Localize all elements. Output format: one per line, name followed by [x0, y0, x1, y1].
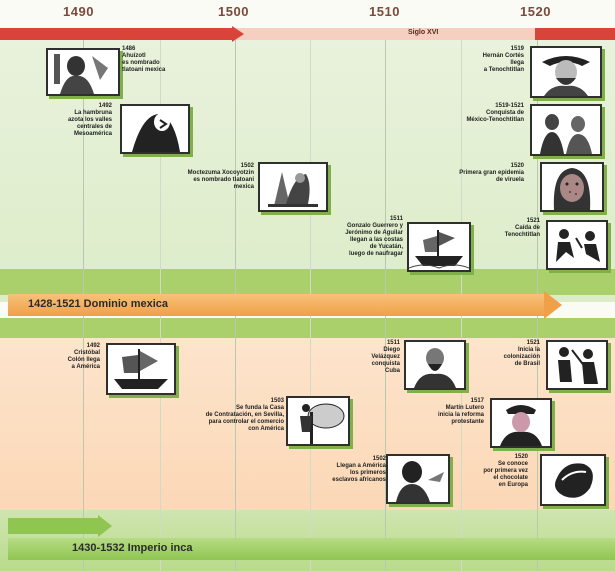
event-1503-casa-contratacion-text: 1503 Se funda la Casa de Contratación, e… [205, 398, 284, 432]
event-1519-cortes-text: 1519 Hernán Cortés llega a Tenochtitlan [482, 46, 524, 73]
year-label-1520: 1520 [520, 4, 551, 19]
inca-period-label: 1430-1532 Imperio inca [72, 542, 193, 554]
century-bar-arrowhead [232, 26, 244, 42]
event-1517-luther-text: 1517 Martín Lutero inicia la reforma pro… [437, 398, 484, 425]
cacao-pod-image [540, 454, 606, 506]
moctezuma-codex-image [258, 162, 328, 212]
event-1521-fall-text: 1521 Caída de Tenochtitlan [504, 218, 540, 238]
event-1520-smallpox-text: 1520 Primera gran epidemia de viruela [459, 163, 524, 183]
brazil-figures-image [546, 340, 608, 390]
event-1520-chocolate-text: 1520 Se conoce por primera vez el chocol… [483, 454, 528, 488]
mexica-period-label: 1428-1521 Dominio mexica [28, 298, 169, 310]
ahuizotl-portrait-image [46, 48, 120, 96]
african-slave-image [386, 454, 450, 504]
inca-period-fill [8, 538, 615, 560]
inca-start-bar [8, 518, 98, 534]
event-1492-famine-text: 1492 La hambruna azota los valles centra… [67, 103, 112, 137]
caravel-image [106, 343, 176, 395]
fall-figures-image [546, 220, 608, 270]
cortes-portrait-image [530, 46, 602, 98]
event-1502-slaves-text: 1502 Llegan a América los primeros escla… [332, 456, 386, 483]
event-1511-shipwreck-text: 1511 Gonzalo Guerrero y Jerónimo de Agui… [345, 216, 403, 257]
mexica-band-background-upper [0, 269, 615, 295]
famine-figure-image [120, 104, 190, 154]
mexica-period-bar [8, 294, 544, 316]
shipwreck-image [407, 222, 471, 272]
luther-portrait-image [490, 398, 552, 448]
contratacion-figure-image [286, 396, 350, 446]
event-1486-text: 1486 Ahuízotl es nombrado tlatoani mexic… [122, 46, 166, 73]
event-1519-1521-conquest-text: 1519-1521 Conquista de México-Tenochtitl… [466, 103, 524, 123]
smallpox-face-image [540, 162, 604, 212]
velazquez-portrait-image [404, 340, 466, 390]
inca-period-start-arrow [8, 515, 112, 537]
mexica-period-arrowhead [544, 291, 562, 319]
year-label-1500: 1500 [218, 4, 249, 19]
year-label-1490: 1490 [63, 4, 94, 19]
inca-start-arrowhead [98, 515, 112, 537]
conquest-scene-image [530, 104, 602, 156]
fifteenth-century-bar [0, 28, 232, 40]
century-label: Siglo XVI [408, 29, 439, 36]
mexica-period-arrow: 1428-1521 Dominio mexica [8, 291, 563, 319]
event-1521-brazil-text: 1521 Inicia la colonización de Brasil [503, 340, 540, 367]
event-1511-velazquez-text: 1511 Diego Velázquez conquista Cuba [371, 340, 400, 374]
event-1502-text: 1502 Moctezuma Xocoyotzin es nombrado tl… [187, 163, 254, 190]
mexica-band-background-lower [0, 318, 615, 338]
event-1492-columbus-text: 1492 Cristóbal Colón llega a América [67, 343, 100, 370]
inca-period-bar: 1430-1532 Imperio inca [8, 538, 615, 560]
year-label-1510: 1510 [369, 4, 400, 19]
sixteenth-century-bar-end [535, 28, 615, 40]
